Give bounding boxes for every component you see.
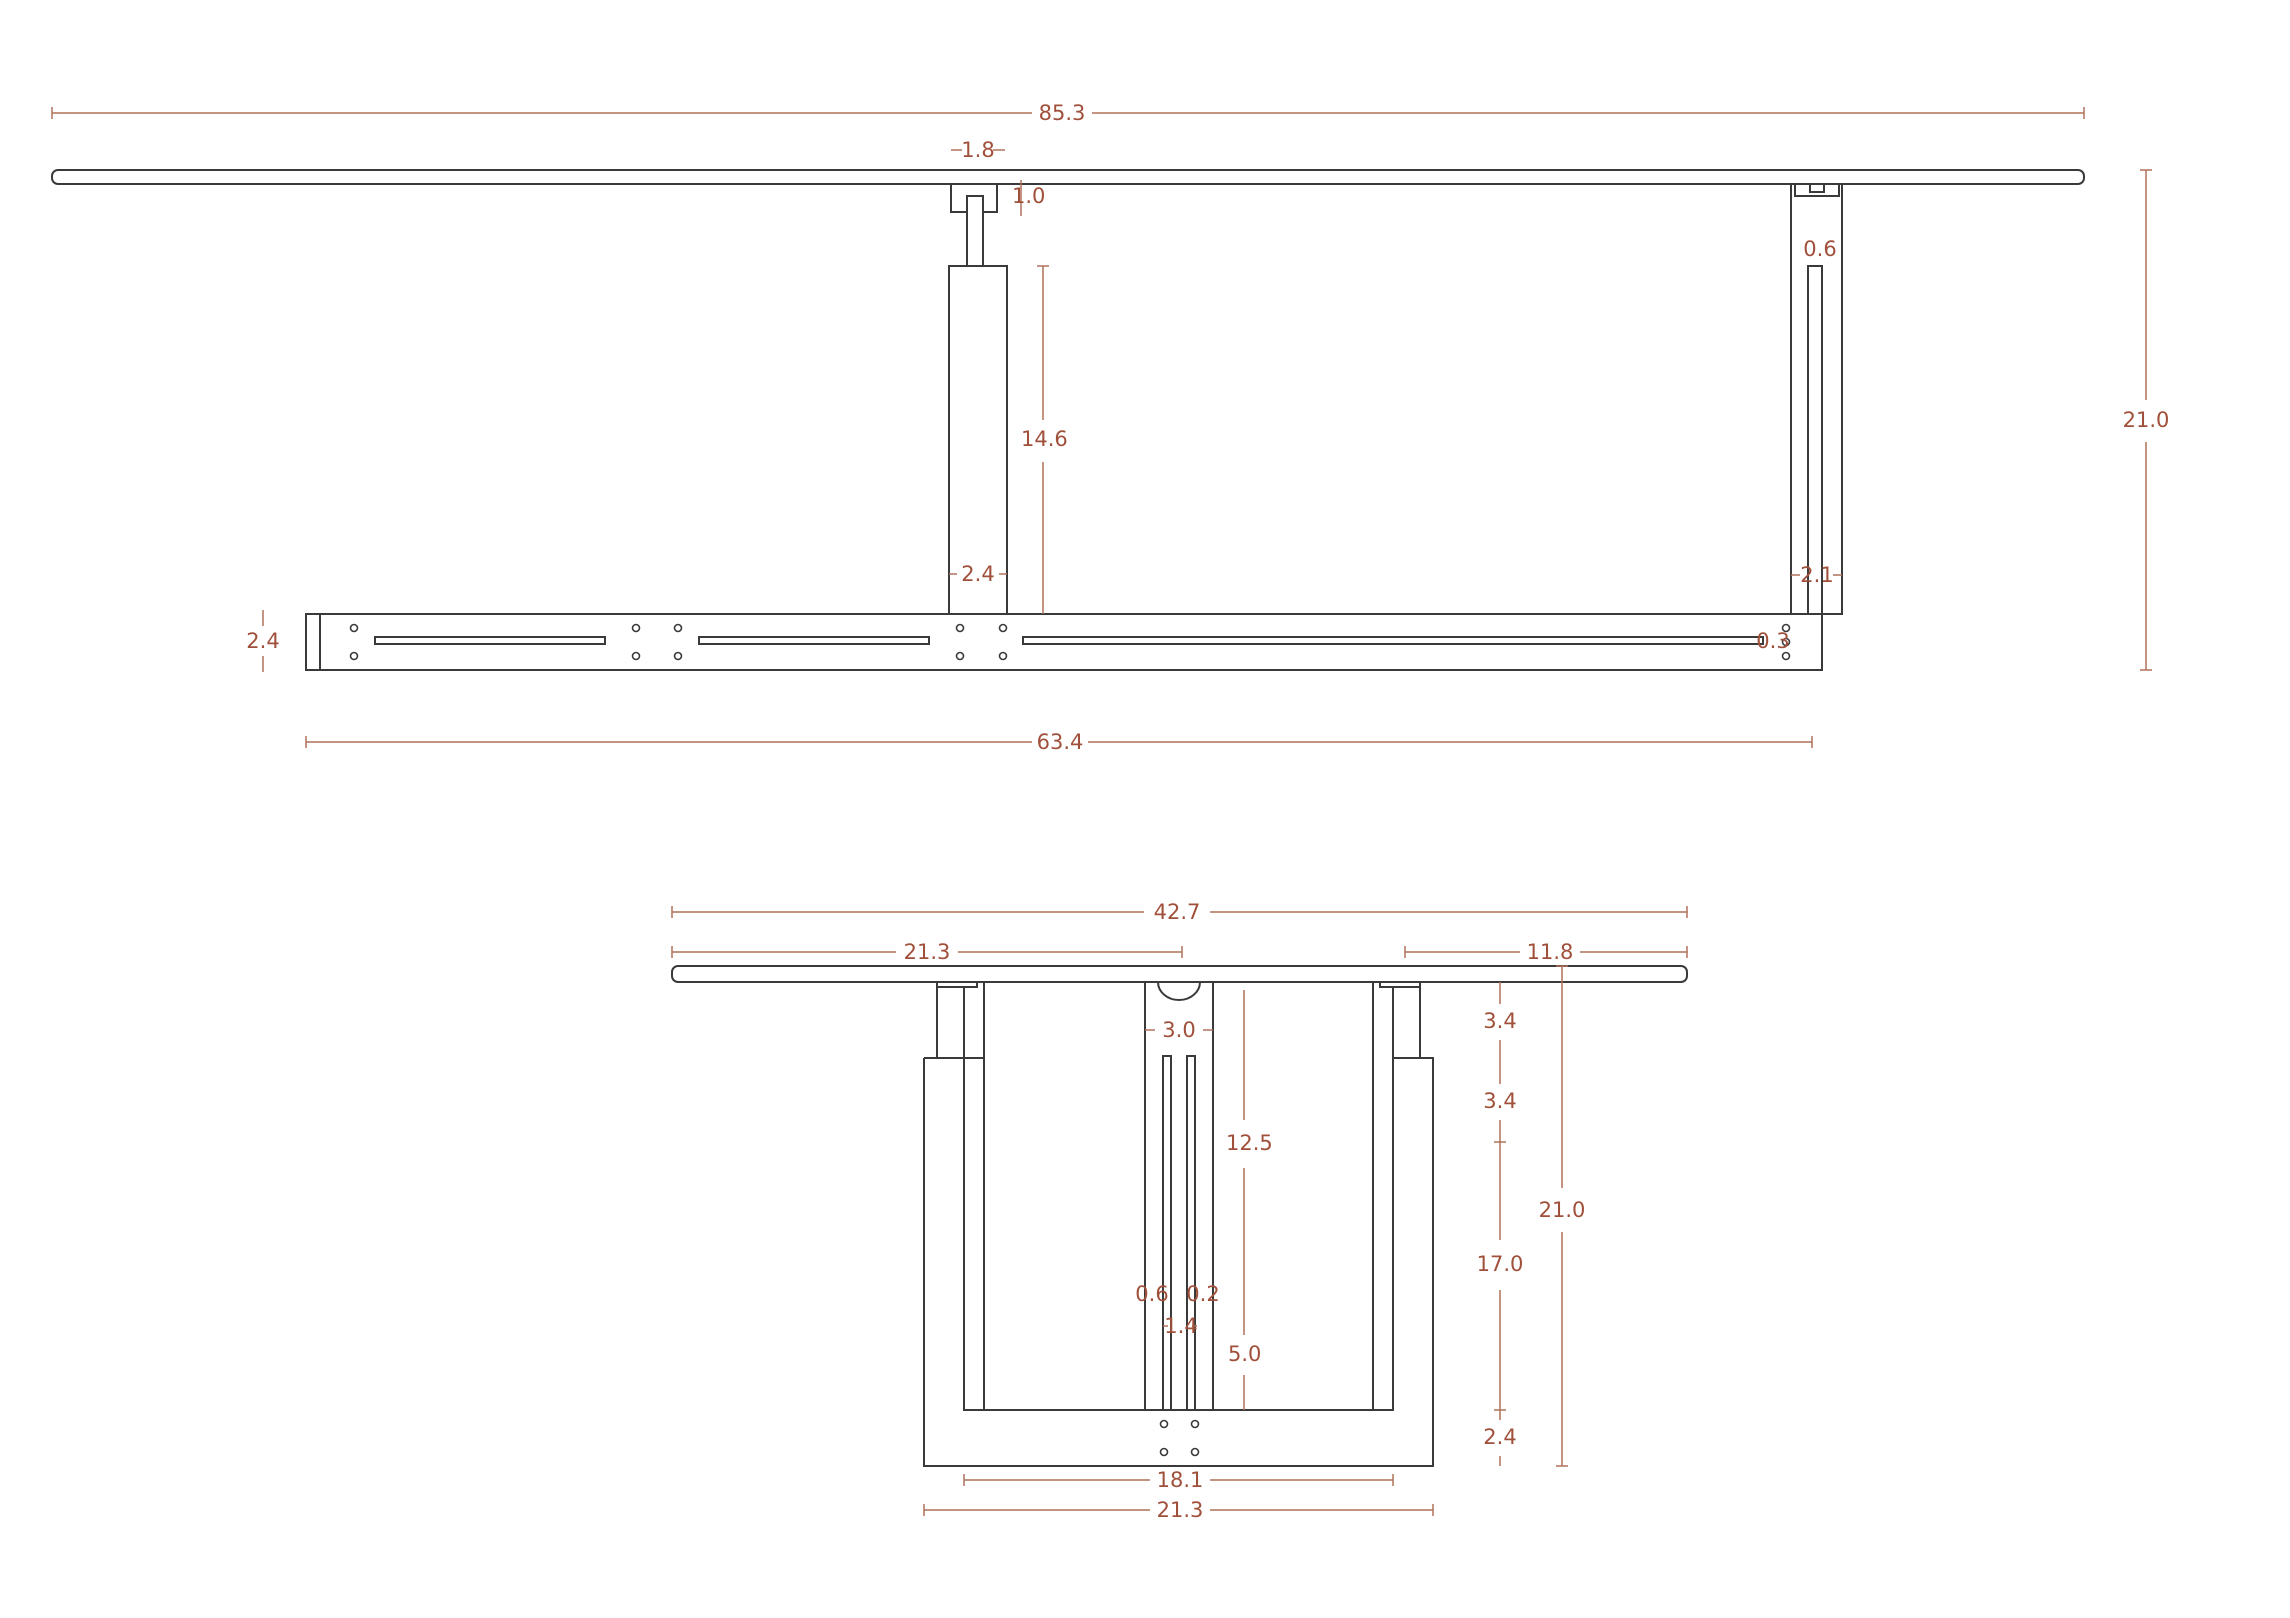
front-center-slot-left — [1162, 1055, 1172, 1411]
side-center-post — [948, 265, 1008, 615]
side-pin-stem — [966, 195, 984, 267]
side-slot-2 — [698, 636, 930, 645]
side-slot-1 — [374, 636, 606, 645]
dim-second-segment: 3.4 — [1483, 1089, 1516, 1113]
side-view: 85.3 1.8 1.0 14.6 2.4 2.4 63.4 2.1 — [51, 101, 2170, 754]
dim-inner-width: 18.1 — [1157, 1468, 1204, 1492]
dim-end-gap: 0.3 — [1756, 629, 1789, 653]
dim-slot-width: 1.4 — [1164, 1314, 1197, 1338]
side-hole — [1781, 651, 1791, 661]
dim-slot-height: 5.0 — [1228, 1342, 1261, 1366]
side-holes — [349, 623, 1791, 661]
front-center-column — [1144, 981, 1214, 1411]
dim-center-height: 12.5 — [1226, 1131, 1273, 1155]
side-hole — [998, 651, 1008, 661]
dim-right-offset: 11.8 — [1527, 940, 1574, 964]
dim-slot-right: 0.2 — [1186, 1282, 1219, 1306]
front-center-slot-right — [1186, 1055, 1196, 1411]
side-hole — [349, 623, 359, 633]
dim-overall-height-side: 21.0 — [2123, 408, 2170, 432]
dim-overall-height-front: 21.0 — [1539, 1198, 1586, 1222]
dim-overall-length: 85.3 — [1039, 101, 1086, 125]
dim-slot-left: 0.6 — [1135, 1282, 1168, 1306]
front-hole — [1159, 1447, 1169, 1457]
dim-right-gap: 0.6 — [1803, 237, 1836, 261]
front-view: 42.7 21.3 11.8 3.0 12.5 0.6 0.2 1.4 5.0 — [671, 900, 1688, 1522]
side-hole — [998, 623, 1008, 633]
side-hole — [1781, 637, 1791, 647]
side-dimensions: 85.3 1.8 1.0 14.6 2.4 2.4 63.4 2.1 — [51, 101, 2170, 754]
side-table-top — [51, 169, 2085, 185]
dim-half-width: 21.3 — [904, 940, 951, 964]
side-hole — [631, 651, 641, 661]
side-hole — [955, 651, 965, 661]
front-right-leg — [1372, 981, 1394, 1411]
front-holes — [1159, 1419, 1200, 1457]
dim-beam-height: 2.4 — [246, 629, 279, 653]
front-hole — [1159, 1419, 1169, 1429]
dim-middle-segment: 17.0 — [1477, 1252, 1524, 1276]
dim-post-width: 2.4 — [961, 562, 994, 586]
dim-overall-width: 42.7 — [1154, 900, 1201, 924]
side-right-leg-inner — [1807, 265, 1823, 661]
side-slot-3 — [1022, 636, 1764, 645]
dim-pin-height: 1.0 — [1012, 184, 1045, 208]
dim-right-leg-width: 2.1 — [1800, 563, 1833, 587]
side-hole — [673, 651, 683, 661]
side-base-beam — [305, 613, 1823, 671]
dim-bottom-segment: 2.4 — [1483, 1425, 1516, 1449]
dim-base-width: 21.3 — [1157, 1498, 1204, 1522]
side-hole — [673, 623, 683, 633]
front-table-top — [671, 965, 1688, 983]
dim-top-segment: 3.4 — [1483, 1009, 1516, 1033]
dim-post-height: 14.6 — [1021, 427, 1068, 451]
side-hole — [349, 651, 359, 661]
front-left-leg-face — [963, 981, 985, 1059]
front-hole — [1190, 1447, 1200, 1457]
dim-center-width: 3.0 — [1162, 1018, 1195, 1042]
front-hole — [1190, 1419, 1200, 1429]
dim-pin-width: 1.8 — [961, 138, 994, 162]
side-hole — [631, 623, 641, 633]
dim-beam-length: 63.4 — [1037, 730, 1084, 754]
side-hole — [1781, 623, 1791, 633]
front-dimensions: 42.7 21.3 11.8 3.0 12.5 0.6 0.2 1.4 5.0 — [671, 900, 1688, 1522]
side-right-bracket-notch — [1809, 183, 1825, 193]
side-hole — [955, 623, 965, 633]
front-center-cap — [1156, 981, 1202, 1001]
